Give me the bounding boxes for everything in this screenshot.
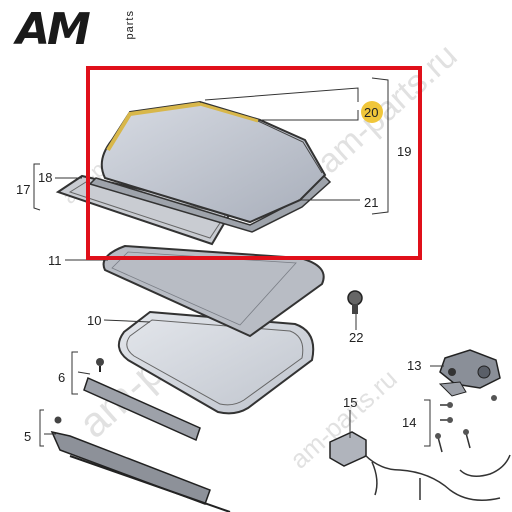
leader-lines [33, 77, 444, 447]
part-6-guide-rail [83, 358, 201, 442]
am-parts-logo: AM parts [16, 8, 146, 60]
callout-13: 13 [407, 358, 421, 373]
callout-5: 5 [24, 429, 31, 444]
part-22-bolt [347, 290, 363, 314]
wiring-harness [364, 454, 511, 501]
callout-18: 18 [38, 170, 52, 185]
callout-17: 17 [16, 182, 30, 197]
badge-20 [361, 101, 383, 123]
callout-21: 21 [364, 195, 378, 210]
callout-6: 6 [58, 370, 65, 385]
callout-14: 14 [402, 415, 416, 430]
part-11-sunshade [102, 244, 325, 338]
watermark-4: am-parts.ru [310, 36, 465, 181]
callout-15: 15 [343, 395, 357, 410]
callout-11: 11 [48, 253, 62, 268]
part-19-glass-panel [100, 100, 327, 224]
callout-19: 19 [397, 144, 411, 159]
part-13-motor [438, 349, 501, 397]
callout-group: 20 19 21 18 17 11 22 10 13 6 15 14 5 [16, 101, 421, 444]
callout-22: 22 [349, 330, 363, 345]
part-5-lower-rail [50, 416, 231, 512]
part-14-screws [435, 395, 497, 453]
highlight-box [86, 66, 422, 260]
callout-20: 20 [364, 105, 378, 120]
callout-10: 10 [87, 313, 101, 328]
part-10-frame-panel [117, 310, 315, 415]
logo-am-text: AM [16, 4, 91, 55]
part-21-seal-strip [88, 174, 332, 233]
